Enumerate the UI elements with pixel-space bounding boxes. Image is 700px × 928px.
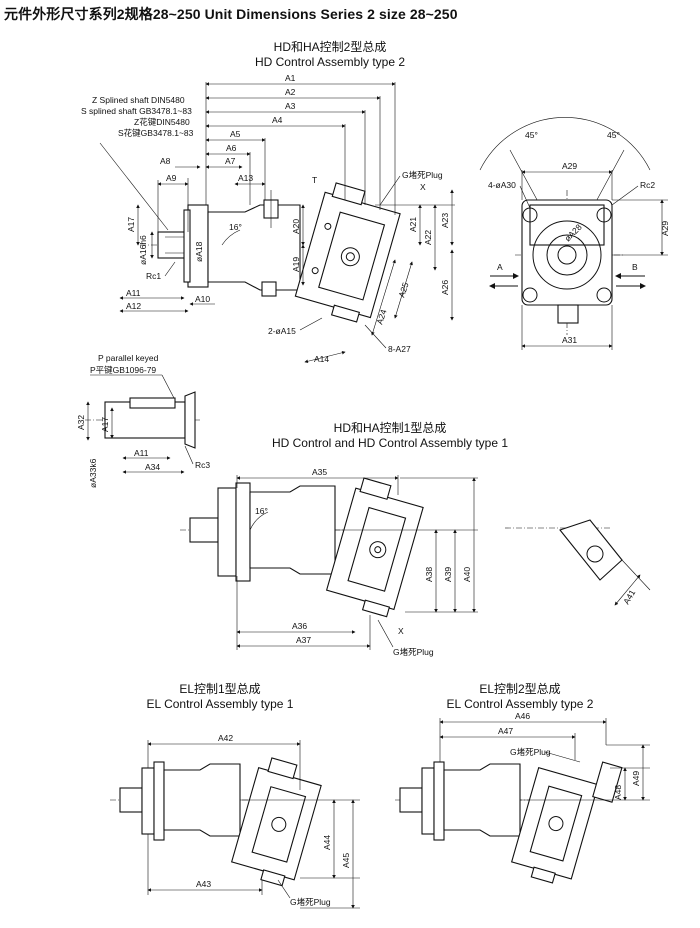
shaft-notes: Z Splined shaft DIN5480 S splined shaft … [81, 95, 194, 231]
heading-en: HD Control and HD Control Assembly type … [271, 436, 509, 450]
dim-label-a2: A2 [285, 87, 296, 97]
dims-right-top: G堵死Plug X A21 A22 A23 A26 A25 A24 8-A27 … [268, 170, 455, 364]
dim-label-a29-vertical: A29 [660, 221, 670, 236]
dim-label-a10: A10 [195, 294, 210, 304]
note-s-cn: S花键GB3478.1~83 [118, 128, 194, 138]
dim-label-a33: øA33k6 [88, 458, 98, 488]
dimension-chain-top: A1 A2 A3 A4 A5 A6 A7 A8 A9 A13 T [157, 73, 396, 232]
dim-label-a12: A12 [126, 301, 141, 311]
dim-label-a11-shaft: A11 [134, 448, 149, 458]
label-plug-mid: G堵死Plug [393, 647, 434, 657]
dim-label-a29: A29 [562, 161, 577, 171]
dim-label-a26: A26 [440, 280, 450, 295]
dim-label-a34: A34 [145, 462, 160, 472]
dim-label-a49: A49 [631, 771, 641, 786]
heading-en: EL Control Assembly type 2 [446, 697, 594, 711]
dim-label-a19: A19 [291, 257, 301, 272]
dim-label-a4: A4 [272, 115, 283, 125]
view-hd-type1: 16° A35 A36 A37 X G堵死Plug A38 A39 A40 [180, 467, 478, 657]
section-heading-el-type1: EL控制1型总成 EL Control Assembly type 1 [120, 682, 320, 712]
dim-label-a32: A32 [76, 415, 86, 430]
view-detail-a41: A41 [505, 519, 651, 606]
label-port-a: A [497, 262, 503, 272]
note-z-cn: Z花键DIN5480 [134, 117, 190, 127]
dim-label-a36: A36 [292, 621, 307, 631]
dims-left-top: A17 øA16h6 øA18 Rc1 A11 A12 A10 16° A20 … [119, 204, 305, 313]
heading-en: EL Control Assembly type 1 [146, 697, 294, 711]
view-hd-type2-side [140, 182, 401, 323]
dim-label-a31: A31 [562, 335, 577, 345]
dim-label-a44: A44 [322, 835, 332, 850]
label-angle-16: 16° [229, 222, 242, 232]
dim-label-a3: A3 [285, 101, 296, 111]
section-heading-hd-type2: HD和HA控制2型总成 HD Control Assembly type 2 [230, 40, 430, 70]
dim-label-a23: A23 [440, 213, 450, 228]
dim-label-a41: A41 [621, 588, 637, 606]
dim-label-a25: A25 [396, 281, 410, 299]
view-p-keyed-shaft: P parallel keyed P平键GB1096-79 A32 A17 øA… [76, 353, 210, 488]
dim-label-a11: A11 [126, 288, 141, 298]
dim-label-a5: A5 [230, 129, 241, 139]
label-45-right: 45° [607, 130, 620, 140]
dim-label-a15: 2-øA15 [268, 326, 296, 336]
section-heading-hd-type1: HD和HA控制1型总成 HD Control and HD Control As… [230, 421, 550, 451]
dim-label-a8: A8 [160, 156, 171, 166]
heading-cn: EL控制1型总成 [179, 682, 261, 696]
dim-label-rc3: Rc3 [195, 460, 210, 470]
dim-label-a42: A42 [218, 733, 233, 743]
label-port-b: B [632, 262, 638, 272]
dim-label-a7: A7 [225, 156, 236, 166]
dim-label-a9: A9 [166, 173, 177, 183]
dim-label-a37: A37 [296, 635, 311, 645]
dim-label-a13: A13 [238, 173, 253, 183]
dim-label-a17-shaft: A17 [100, 417, 110, 432]
dim-label-a20: A20 [291, 219, 301, 234]
dim-label-a21: A21 [408, 217, 418, 232]
dim-label-a35: A35 [312, 467, 327, 477]
dim-label-a39: A39 [443, 567, 453, 582]
note-s-splined: S splined shaft GB3478.1~83 [81, 106, 192, 116]
dim-label-a27: 8-A27 [388, 344, 411, 354]
note-p-keyed: P parallel keyed [98, 353, 159, 363]
label-x-mid: X [398, 626, 404, 636]
dim-label-a17: A17 [126, 217, 136, 232]
dim-label-a47: A47 [498, 726, 513, 736]
view-el-type2: A46 A47 G堵死Plug A48 A49 [395, 711, 650, 884]
view-front: 45° 45° A29 4-øA30 Rc2 øA28 A29 A31 A [479, 117, 670, 350]
dim-label-a48: A48 [613, 785, 623, 800]
dim-label-a30: 4-øA30 [488, 180, 516, 190]
section-heading-el-type2: EL控制2型总成 EL Control Assembly type 2 [420, 682, 620, 712]
dim-label-a14: A14 [314, 354, 329, 364]
label-angle-16-mid: 16° [255, 506, 268, 516]
label-x-top: X [420, 182, 426, 192]
label-plug-top: G堵死Plug [402, 170, 443, 180]
dim-label-a45: A45 [341, 853, 351, 868]
label-t-port: T [312, 175, 317, 185]
dim-label-a1: A1 [285, 73, 296, 83]
view-el-type1: A42 A43 G堵死Plug A44 A45 [110, 733, 360, 909]
label-plug-el1: G堵死Plug [290, 897, 331, 907]
dim-label-a24: A24 [374, 308, 388, 326]
heading-cn: EL控制2型总成 [479, 682, 561, 696]
dim-label-rc1: Rc1 [146, 271, 161, 281]
dim-label-a38: A38 [424, 567, 434, 582]
dim-label-rc2: Rc2 [640, 180, 655, 190]
note-z-splined: Z Splined shaft DIN5480 [92, 95, 185, 105]
dim-label-a18: øA18 [194, 241, 204, 262]
dim-label-a22: A22 [423, 230, 433, 245]
label-plug-el2: G堵死Plug [510, 747, 551, 757]
heading-en: HD Control Assembly type 2 [254, 55, 406, 69]
heading-cn: HD和HA控制2型总成 [273, 40, 387, 54]
note-p-cn: P平键GB1096-79 [90, 365, 156, 375]
heading-cn: HD和HA控制1型总成 [333, 421, 447, 435]
dim-label-a6: A6 [226, 143, 237, 153]
page-title: 元件外形尺寸系列2规格28~250 Unit Dimensions Series… [4, 6, 458, 22]
label-45-left: 45° [525, 130, 538, 140]
dim-label-a43: A43 [196, 879, 211, 889]
dim-label-a16: øA16h6 [138, 235, 148, 265]
dim-label-a40: A40 [462, 567, 472, 582]
dim-label-a46: A46 [515, 711, 530, 721]
